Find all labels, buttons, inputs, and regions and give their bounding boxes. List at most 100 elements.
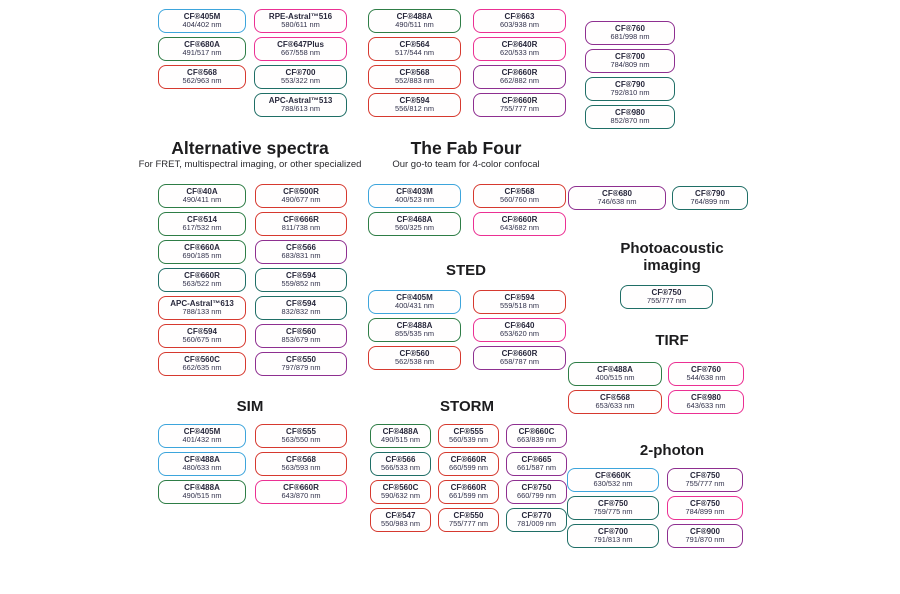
dye-name: CF®660R bbox=[450, 483, 487, 493]
dye-name: CF®640 bbox=[504, 321, 535, 331]
dye-name: CF®790 bbox=[615, 80, 645, 90]
dye-name: CF®550 bbox=[286, 355, 316, 365]
dye-wavelengths: 653/633 nm bbox=[595, 401, 635, 411]
dye-name: CF®566 bbox=[286, 243, 316, 253]
dye-name: CF®770 bbox=[521, 511, 552, 521]
dye-wavelengths: 643/633 nm bbox=[686, 401, 726, 411]
dye-name: CF®514 bbox=[187, 215, 217, 225]
sim-section-title: SIM bbox=[236, 398, 264, 415]
dye-name: CF®594 bbox=[187, 327, 217, 337]
dye-wavelengths: 791/870 nm bbox=[685, 535, 725, 545]
dye-name: CF®900 bbox=[690, 527, 720, 537]
dye-name: CF®550 bbox=[453, 511, 484, 521]
fab-four-section-title: The Fab Four bbox=[410, 138, 522, 158]
dye-wavelengths: 784/899 nm bbox=[685, 507, 725, 517]
alternative-spectra-section-title: Alternative spectra bbox=[171, 138, 329, 158]
dye-wavelengths: 755/777 nm bbox=[646, 296, 687, 306]
dye-name: CF®700 bbox=[615, 52, 645, 62]
dye-name: CF®500R bbox=[283, 187, 319, 197]
dye-wavelengths: 562/963 nm bbox=[182, 76, 222, 86]
dye-name: CF®750 bbox=[690, 471, 720, 481]
dye-wavelengths: 490/677 nm bbox=[281, 195, 321, 205]
dye-wavelengths: 788/613 nm bbox=[280, 104, 321, 114]
dye-wavelengths: 788/133 nm bbox=[182, 307, 222, 317]
dye-wavelengths: 490/411 nm bbox=[182, 195, 222, 205]
dye-name: CF®555 bbox=[286, 427, 316, 437]
dye-name: RPE-Astral™516 bbox=[268, 12, 333, 22]
dye-wavelengths: 755/777 nm bbox=[685, 479, 725, 489]
dye-wavelengths: 797/879 nm bbox=[281, 363, 321, 373]
dye-name: CF®647Plus bbox=[277, 40, 324, 50]
dye-wavelengths: 759/775 nm bbox=[593, 507, 633, 517]
dye-wavelengths: 560/760 nm bbox=[499, 195, 540, 205]
dye-name: CF®666R bbox=[283, 215, 319, 225]
dye-wavelengths: 853/679 nm bbox=[281, 335, 321, 345]
dye-name: CF®555 bbox=[453, 427, 484, 437]
dye-wavelengths: 563/593 nm bbox=[281, 463, 321, 473]
dye-wavelengths: 517/544 nm bbox=[394, 48, 435, 58]
dye-name: CF®700 bbox=[598, 527, 628, 537]
dye-name: CF®665 bbox=[521, 455, 552, 465]
dye-name: CF®660R bbox=[501, 68, 538, 78]
dye-wavelengths: 566/533 nm bbox=[380, 463, 421, 473]
dye-wavelengths: 662/635 nm bbox=[182, 363, 222, 373]
dye-name: CF®568 bbox=[504, 187, 535, 197]
dye-wavelengths: 660/599 nm bbox=[448, 463, 489, 473]
dye-wavelengths: 552/883 nm bbox=[394, 76, 435, 86]
dye-wavelengths: 553/322 nm bbox=[280, 76, 321, 86]
dye-wavelengths: 562/538 nm bbox=[394, 357, 435, 367]
dye-name: APC-Astral™613 bbox=[170, 299, 234, 309]
dye-name: CF®560C bbox=[382, 483, 419, 493]
alternative-spectra-section-subtitle: For FRET, multispectral imaging, or othe… bbox=[138, 159, 362, 170]
dye-wavelengths: 490/515 nm bbox=[380, 435, 421, 445]
two-photon-section-title: 2-photon bbox=[639, 442, 705, 459]
dye-wavelengths: 755/777 nm bbox=[448, 519, 489, 529]
dye-wavelengths: 559/518 nm bbox=[499, 301, 540, 311]
dye-wavelengths: 662/882 nm bbox=[499, 76, 540, 86]
dye-name: CF®980 bbox=[691, 393, 721, 403]
dye-name: CF®594 bbox=[504, 293, 535, 303]
dye-name: CF®566 bbox=[385, 455, 416, 465]
dye-name: CF®405M bbox=[183, 427, 221, 437]
dye-wavelengths: 490/515 nm bbox=[182, 491, 222, 501]
dye-wavelengths: 755/777 nm bbox=[499, 104, 540, 114]
dye-name: CF®660R bbox=[501, 96, 538, 106]
dye-wavelengths: 590/632 nm bbox=[380, 491, 421, 501]
dye-name: CF®660K bbox=[595, 471, 631, 481]
dye-wavelengths: 556/812 nm bbox=[394, 104, 435, 114]
